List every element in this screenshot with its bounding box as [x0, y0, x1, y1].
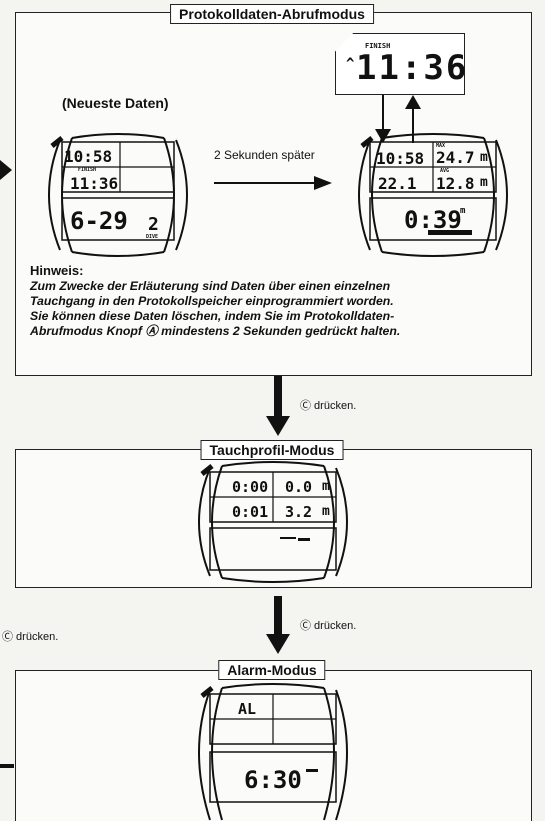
right-watch-bottom-right: 12.8	[436, 174, 475, 193]
arrow1-label: Ⓒ drücken.	[300, 400, 357, 412]
return-line	[0, 764, 14, 768]
right-watch-lower-unit: m	[460, 206, 466, 216]
profile-row1-left: 0:00	[232, 478, 269, 496]
left-watch-time-bottom: 11:36	[70, 174, 119, 193]
zoom-display	[335, 33, 465, 95]
profile-row1-right: 0.0	[285, 478, 313, 496]
down-arrow-2	[266, 596, 290, 654]
profile-row2-left: 0:01	[232, 503, 269, 521]
note-line-1: Zum Zwecke der Erläuterung sind Daten üb…	[30, 279, 391, 293]
profile-row2-right: 3.2	[285, 503, 313, 521]
right-watch-top-right-unit: m	[480, 150, 488, 165]
note-line-4: Abrufmodus Knopf Ⓐ mindestens 2 Sekunden…	[30, 324, 401, 338]
right-watch-max-label: MAX	[436, 143, 446, 149]
alarm-lower-mark	[306, 769, 318, 772]
transition-label: 2 Sekunden später	[214, 148, 315, 162]
zoom-finish-label: FINISH	[365, 42, 391, 50]
zoom-time: 11:36	[356, 48, 469, 88]
left-watch-finish-label: FINISH	[78, 167, 97, 173]
left-watch-lower-right: 2	[148, 214, 159, 235]
profile-row2-unit: m	[322, 504, 330, 519]
protocol-mode-title: Protokolldaten-Abrufmodus	[170, 4, 374, 24]
note-line-2: Tauchgang in den Protokollspeicher einpr…	[30, 294, 394, 308]
right-watch	[358, 133, 508, 257]
right-watch-top-right: 24.7	[436, 148, 475, 167]
alarm-mode-title: Alarm-Modus	[218, 660, 326, 680]
latest-data-label: (Neueste Daten)	[62, 95, 169, 111]
alarm-watch	[198, 683, 348, 821]
right-watch-bottom-left: 22.1	[378, 174, 417, 193]
left-watch	[48, 133, 188, 257]
arrow2-label: Ⓒ drücken.	[300, 620, 357, 632]
right-watch-bottom-right-unit: m	[480, 175, 488, 190]
left-watch-lower: 6-29	[70, 207, 128, 235]
note-line-3: Sie können diese Daten löschen, indem Si…	[30, 309, 395, 323]
alarm-top: AL	[238, 700, 257, 718]
zoom-arrows	[375, 95, 421, 143]
right-watch-avg-label: AVG	[440, 168, 450, 174]
left-watch-unit: DIVE	[146, 234, 159, 240]
left-press-label: Ⓒ drücken.	[2, 631, 59, 643]
zoom-mark: ^	[346, 56, 355, 72]
profile-watch	[198, 461, 348, 583]
note-title: Hinweis:	[30, 263, 84, 278]
dive-profile-title: Tauchprofil-Modus	[200, 440, 344, 460]
left-watch-time-top: 10:58	[64, 147, 113, 166]
incoming-arrow	[0, 160, 12, 180]
profile-row1-unit: m	[322, 479, 330, 494]
note-text: Zum Zwecke der Erläuterung sind Daten üb…	[30, 279, 525, 339]
alarm-lower: 6:30	[244, 766, 302, 794]
right-watch-lower: 0:39	[404, 206, 462, 234]
down-arrow-1	[266, 376, 290, 436]
transition-arrow	[214, 176, 332, 190]
right-watch-top-left: 10:58	[376, 149, 425, 168]
